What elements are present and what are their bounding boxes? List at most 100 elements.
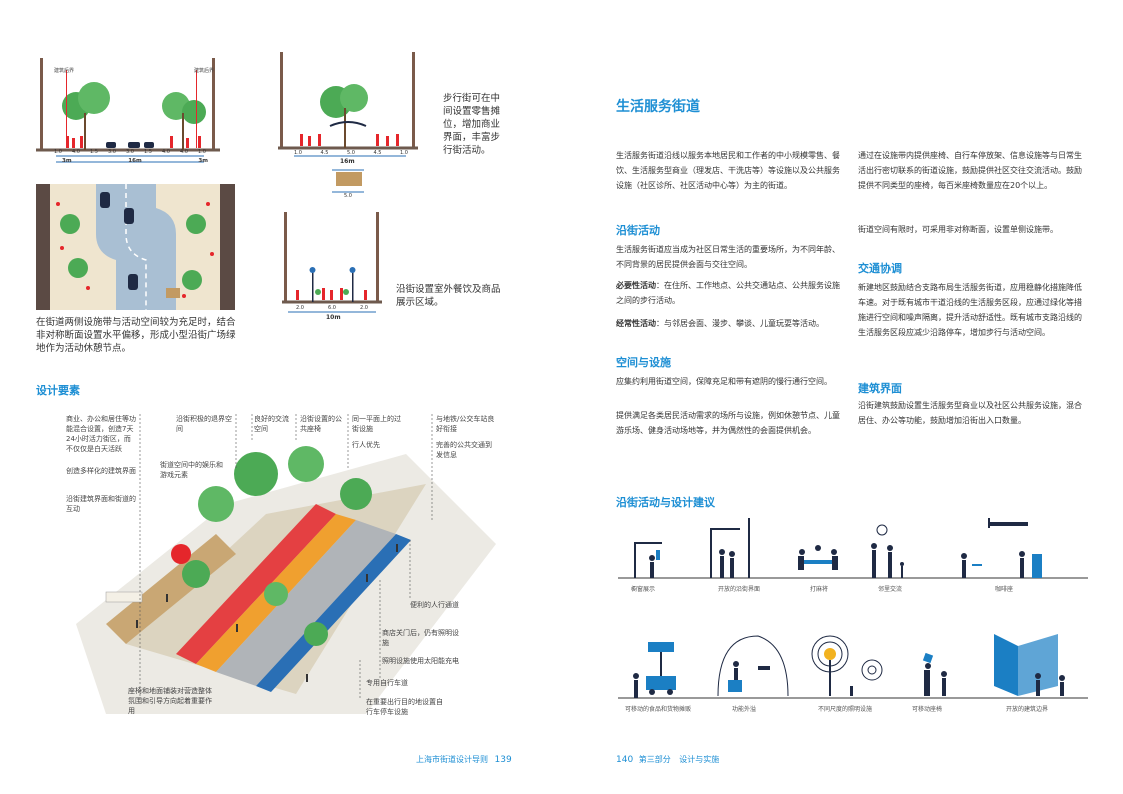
intro-paragraph: 生活服务街道沿线以服务本地居民和工作者的中小规模零售、餐饮、生活服务型商业（理发… (616, 151, 840, 190)
lighting-icon (811, 635, 883, 696)
heading-street-activity: 沿街活动 (616, 224, 660, 237)
annotation-seating-paving: 座椅和地面铺装对营造整体氛围和引导方向起着重要作用 (128, 687, 212, 715)
total-label: 3m (198, 158, 208, 164)
regular-activity-label: 经常性活动 (616, 319, 656, 328)
heading-suggestions: 沿街活动与设计建议 (616, 496, 715, 509)
dim-label: 4.0 (162, 149, 170, 155)
plan-caption: 在街道两侧设施带与活动空间较为充足时，结合非对称断面设置水平偏移，形成小型沿街广… (36, 317, 236, 354)
annotation-communication-space: 良好的交流空间 (254, 415, 289, 433)
section3-total: 10m (326, 314, 341, 321)
column2-paragraph-1: 通过在设施带内提供座椅、自行车停放架、信息设施等与日常生活出行密切联系的街道设施… (858, 151, 1082, 190)
section1-dims: 1.0 4.0 1.5 3.0 3.0 1.5 4.0 4.0 1.0 (54, 149, 206, 155)
icon-label: 可移动座椅 (911, 706, 942, 713)
icon-label: 咖啡座 (994, 586, 1013, 593)
section1-totals: 3m 16m 3m (62, 158, 208, 164)
dim-label: 4.5 (373, 150, 382, 156)
necessary-activity-text: ：在住所、工作地点、公共交通站点、公共服务设施之间的步行活动。 (616, 281, 840, 305)
dim-label: 1.0 (54, 149, 62, 155)
icon-label: 可移动的食品和货物摊贩 (624, 706, 691, 713)
mahjong-icon (798, 545, 838, 570)
heading-space-facilities: 空间与设施 (616, 356, 671, 369)
dim-label: 2.0 (296, 305, 304, 311)
annotation-night-lighting: 商店关门后，仍有照明设施 (382, 629, 459, 647)
annotation-bike-parking: 在重要出行目的地设置自行车停车设施 (366, 698, 443, 716)
activity-paragraph: 生活服务街道应当成为社区日常生活的重要场所，为不同年龄、不同背景的居民提供会面与… (616, 245, 840, 269)
dim-label: 1.5 (90, 149, 98, 155)
section2-dims: 1.0 4.5 5.0 4.5 1.0 (294, 150, 408, 156)
open-building-edge-icon (994, 634, 1065, 696)
street-section-2-drawing (278, 52, 418, 193)
street-section-1-drawing (36, 58, 220, 163)
annotation-transit-link: 与地铁/公交车站良好衔接 (436, 415, 495, 433)
window-display-icon (634, 542, 662, 578)
left-footer: 上海市街道设计导则 139 (416, 754, 512, 765)
dim-label: 3.0 (126, 149, 134, 155)
icons-row-2: 可移动的食品和货物摊贩 功能外溢 不同尺度的照明设施 可移动座椅 开放的建筑边界 (618, 626, 1088, 716)
open-facade-icon (710, 518, 750, 578)
dim-label: 4.0 (180, 149, 188, 155)
heading-building-facade: 建筑界面 (858, 382, 902, 395)
dim-label: 1.5 (144, 149, 152, 155)
function-spillover-icon (717, 635, 789, 697)
street-section-2: 1.0 4.5 5.0 4.5 1.0 16m 5.0 (278, 52, 418, 202)
footer-section-title: 设计与实施 (679, 755, 720, 764)
annotation-solar-lighting: 照明设施使用太阳能充电 (382, 657, 459, 665)
cafe-seating-icon (961, 518, 1042, 578)
street-section-3: 2.0 6.0 2.0 10m (278, 212, 388, 324)
building-paragraph: 沿街建筑鼓励设置生活服务型商业以及社区公共服务设施，混合居住、办公等功能，鼓励增… (858, 401, 1082, 425)
street-plan-view (36, 184, 235, 310)
icon-label: 橱窗展示 (630, 586, 655, 593)
street-plan-drawing (36, 184, 235, 310)
section3-dims: 2.0 6.0 2.0 (296, 305, 368, 311)
annotation-convenient-walkway: 便利的人行通道 (410, 601, 459, 609)
annotation-level-crossing: 同一平面上的过街设施 (352, 415, 401, 433)
space-paragraph-1: 应集约利用街道空间，保障充足和带有遮阴的慢行通行空间。 (616, 377, 832, 386)
annotation-transit-info: 完善的公共交通到发信息 (436, 441, 492, 459)
total-label: 3m (62, 158, 72, 164)
icons-row-2-drawing (618, 634, 1088, 699)
icons-row-2-labels: 可移动的食品和货物摊贩 功能外溢 不同尺度的照明设施 可移动座椅 开放的建筑边界 (618, 704, 1088, 713)
total-label: 16m (128, 158, 142, 164)
annotation-play-elements: 街道空间中的娱乐和游戏元素 (160, 461, 223, 479)
icon-label: 打麻将 (809, 586, 828, 593)
street-section-1: 建筑后界 建筑后界 1.0 4.0 1.5 3.0 3.0 1.5 4.0 4.… (36, 58, 220, 170)
annotation-facade-interaction: 沿街建筑界面和街道的互动 (66, 495, 136, 513)
icons-row-1-labels: 橱窗展示 开放的沿街界面 打麻将 邻里交流 咖啡座 (618, 584, 1088, 593)
heading-traffic: 交通协调 (858, 262, 902, 275)
page-title: 生活服务街道 (616, 99, 700, 115)
annotation-public-seating: 沿街设置的公共座椅 (300, 415, 342, 433)
icons-row-1-drawing (618, 518, 1088, 579)
neighbor-chat-icon (871, 524, 904, 578)
dim-label: 5.0 (347, 150, 355, 156)
footer-part: 第三部分 (638, 755, 671, 764)
icon-label: 开放的沿街界面 (717, 586, 760, 593)
space-paragraph-2: 提供满足各类居民活动需求的场所与设施，例如休憩节点、儿童游乐场、健身活动场地等，… (616, 411, 840, 435)
section3-caption: 沿街设置室外餐饮及商品展示区域。 (396, 284, 501, 308)
street-axonometric-illustration (66, 424, 506, 724)
dim-label: 1.0 (294, 150, 302, 156)
necessary-activity: 必要性活动：在住所、工作地点、公共交通站点、公共服务设施之间的步行活动。 (616, 278, 840, 308)
movable-chair-icon (922, 652, 947, 696)
annotation-active-setback: 沿街积极的退界空间 (176, 415, 232, 433)
traffic-paragraph: 新建地区鼓励结合支路布局生活服务街道，应用稳静化措施降低车速。对于既有城市干道沿… (858, 283, 1082, 337)
regular-activity: 经常性活动：与邻居会面、漫步、攀谈、儿童玩耍等活动。 (616, 316, 840, 331)
dim-label: 2.0 (360, 305, 368, 311)
regular-activity-text: ：与邻居会面、漫步、攀谈、儿童玩耍等活动。 (656, 319, 824, 328)
section1-right-label: 建筑后界 (194, 68, 215, 74)
food-cart-icon (633, 642, 676, 698)
section2-sub: 5.0 (344, 193, 352, 199)
dim-label: 4.5 (320, 150, 329, 156)
column2-paragraph-2: 街道空间有限时，可采用非对称断面，设置单侧设施带。 (858, 225, 1058, 234)
dim-label: 4.0 (72, 149, 80, 155)
street-section-3-drawing (282, 212, 382, 313)
dim-label: 1.0 (198, 149, 206, 155)
necessary-activity-label: 必要性活动 (616, 281, 656, 290)
icon-label: 开放的建筑边界 (1005, 706, 1048, 713)
icons-row-1: 橱窗展示 开放的沿街界面 打麻将 邻里交流 咖啡座 (618, 518, 1088, 598)
annotation-bike-lane: 专用自行车道 (366, 679, 408, 687)
footer-book-title: 上海市街道设计导则 (416, 755, 488, 764)
section2-total: 16m (340, 158, 355, 165)
left-page-number: 139 (494, 755, 512, 765)
axonometric-drawing (76, 446, 496, 714)
right-footer: 140 第三部分 设计与实施 (616, 754, 719, 765)
